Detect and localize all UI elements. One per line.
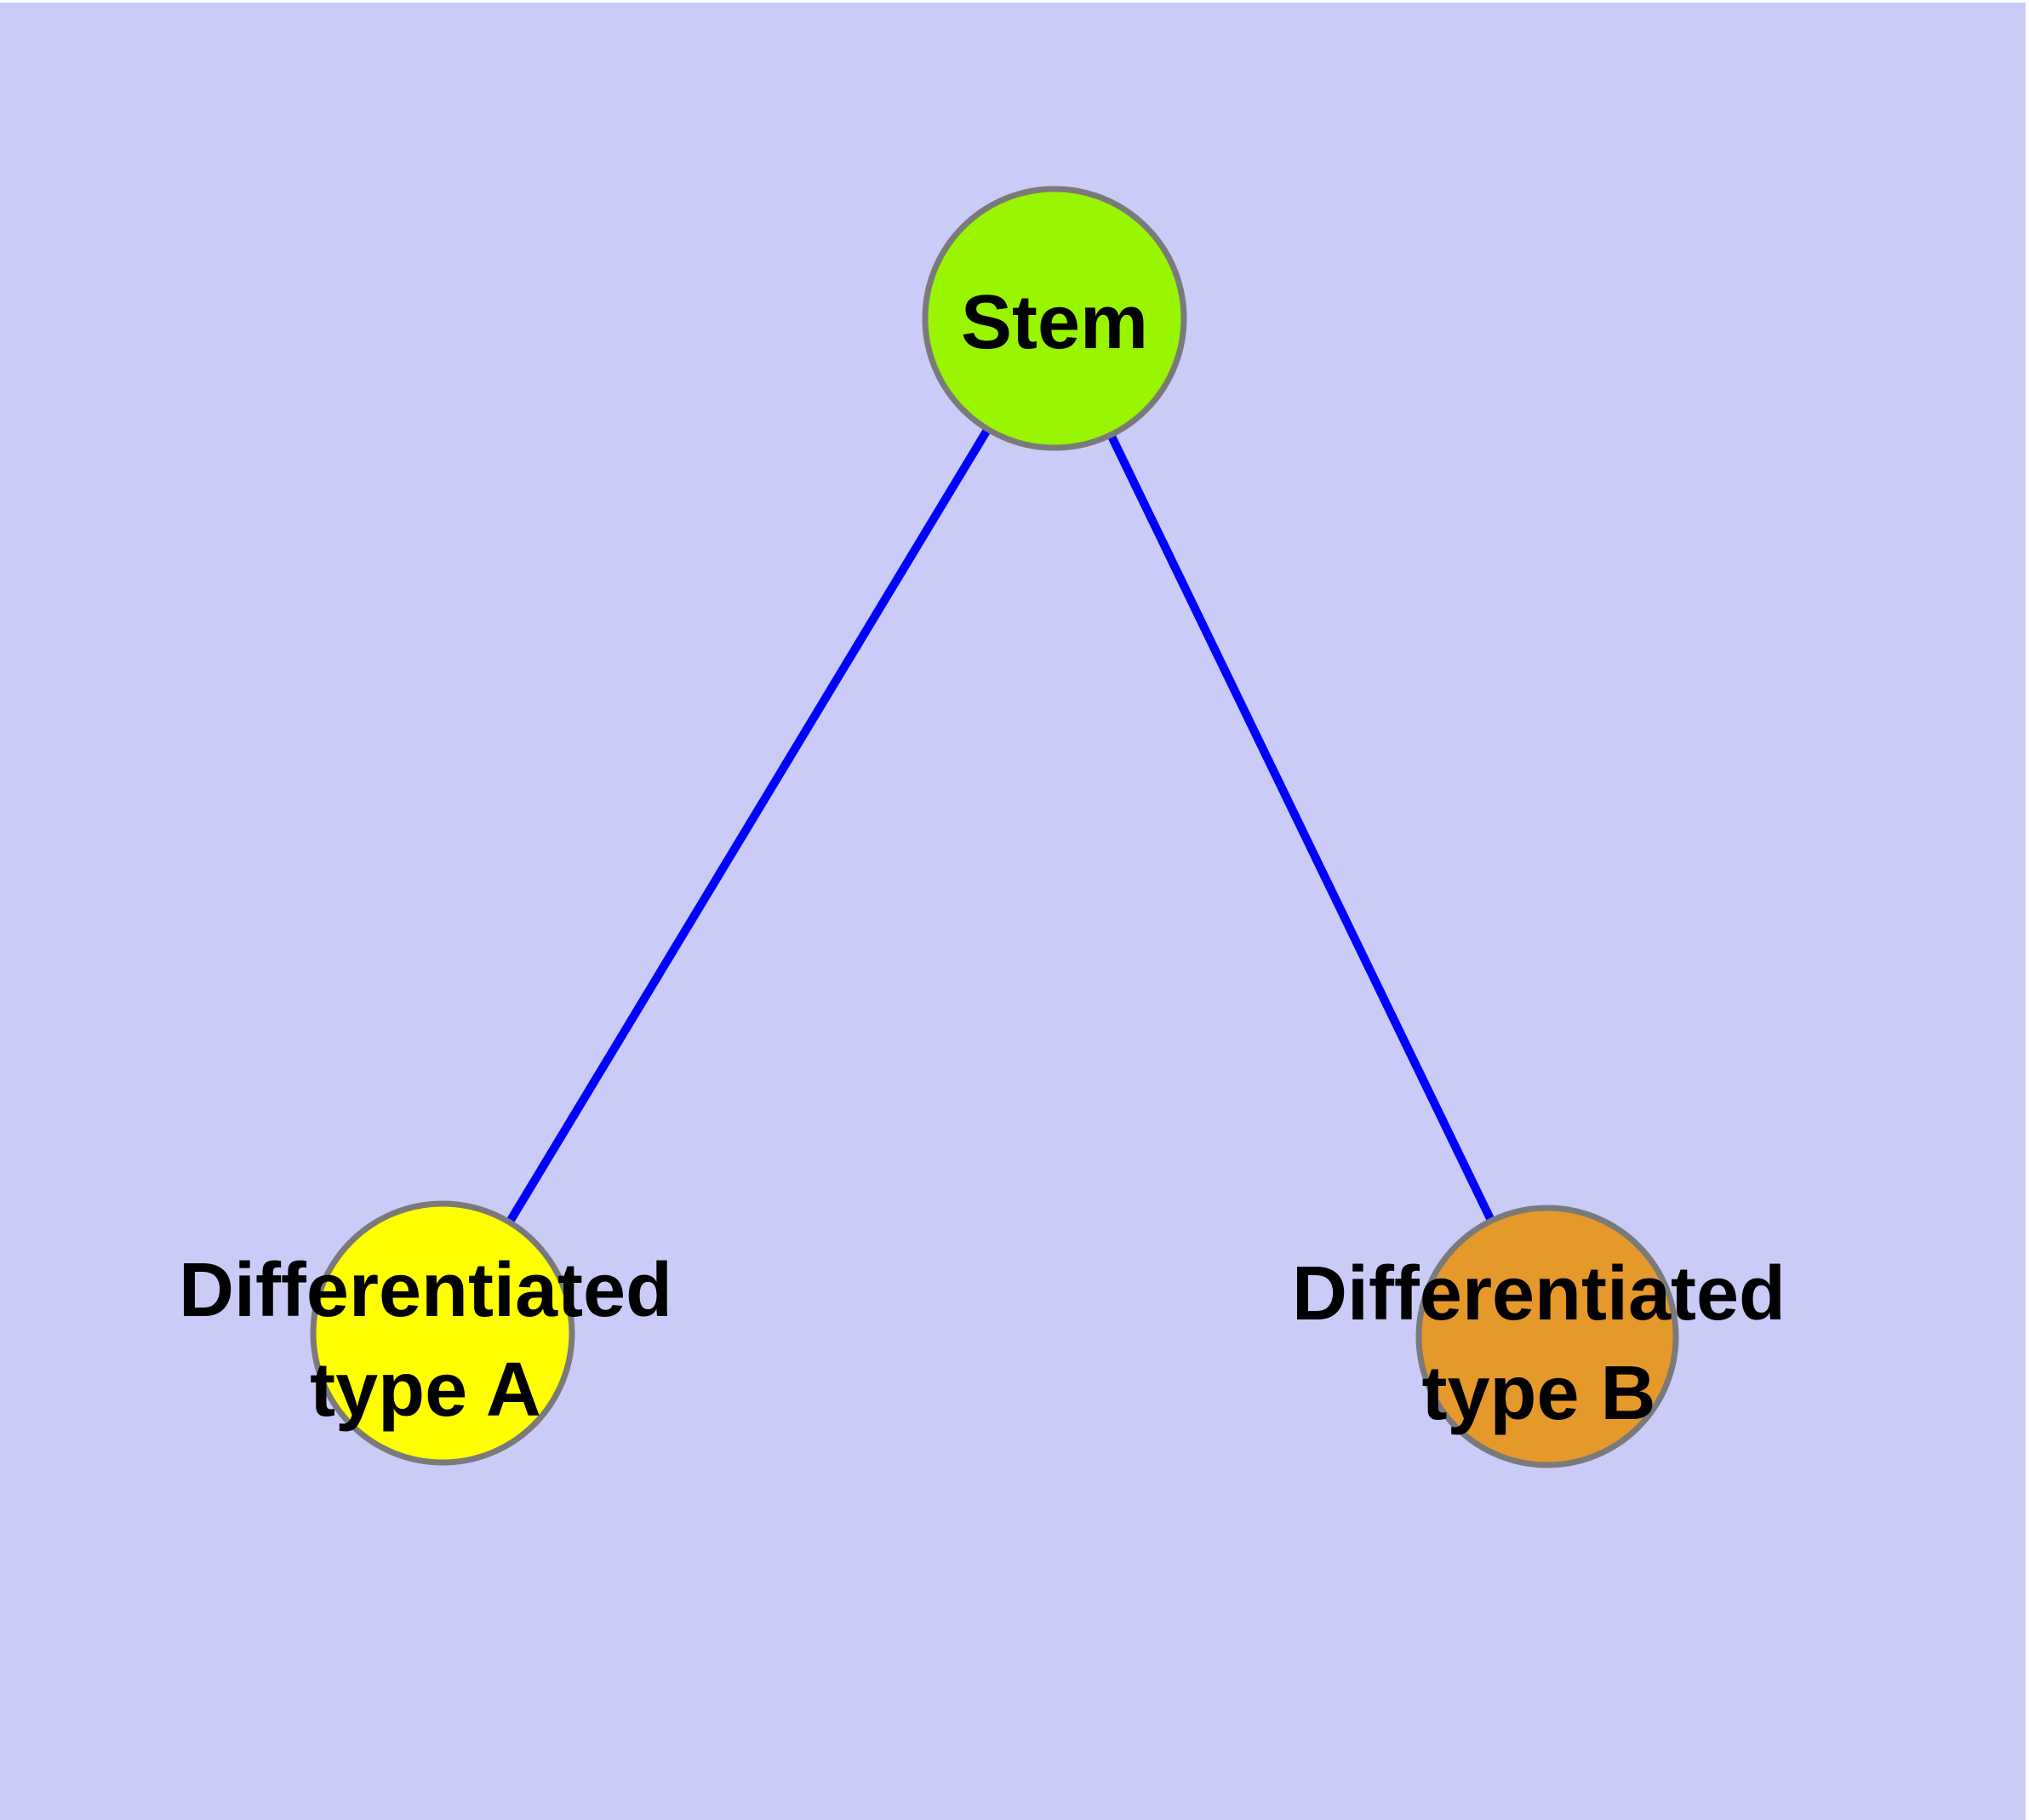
node-label-line: Differentiated [1292, 1251, 1786, 1336]
node-label-line: Differentiated [179, 1248, 672, 1333]
node-label-line: type A [310, 1348, 541, 1433]
edges-layer [438, 316, 1552, 1339]
nodes-layer [310, 186, 1679, 1468]
edge-stem-to-differentiated-type-b [1050, 316, 1552, 1339]
node-circle-differentiated-type-b [1415, 1205, 1679, 1468]
edge-stem-to-differentiated-type-a [438, 316, 1059, 1336]
node-label-line: Stem [961, 280, 1148, 365]
node-label-stem: Stem [961, 280, 1148, 365]
node-label-differentiated-type-a: Differentiated type A [179, 1248, 672, 1433]
node-circle-stem [922, 186, 1187, 451]
node-circle-differentiated-type-a [310, 1200, 575, 1466]
node-label-differentiated-type-b: Differentiated type B [1292, 1251, 1786, 1436]
node-label-line: type B [1421, 1351, 1655, 1436]
